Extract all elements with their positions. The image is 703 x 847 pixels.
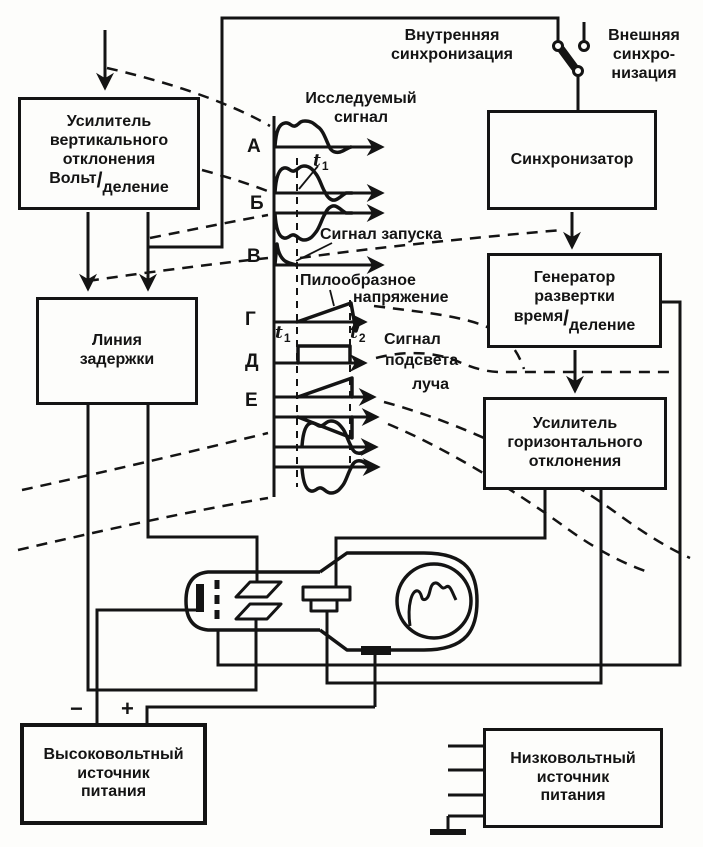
- waveform-a-test-signal: [273, 119, 353, 155]
- row-label-a: А: [247, 136, 261, 157]
- x-plate-lower: [309, 598, 339, 613]
- t1-label-bottom: t1: [275, 323, 291, 345]
- waveform-b-inverted: [273, 204, 354, 242]
- plus-sign: +: [121, 696, 134, 721]
- internal-sync-wire: [148, 16, 560, 249]
- waveform-v-trigger: [273, 242, 298, 267]
- test-signal-label: Исследуемый сигнал: [305, 90, 417, 127]
- block-lv-supply[interactable]: Низковольтный источник питания: [483, 728, 663, 828]
- y-plate-wire-lower: [86, 405, 258, 692]
- trigger-signal-link: [299, 228, 563, 260]
- internal-sync-contact[interactable]: [552, 40, 564, 52]
- waveform-delayed-upper: [300, 419, 372, 455]
- t2-label: t2: [350, 323, 366, 345]
- x-plate-wire-lower: [325, 490, 603, 685]
- crt-screen: [395, 562, 473, 640]
- solid-wires: [79, 16, 682, 831]
- row-label-g: Г: [245, 309, 256, 330]
- sync-selector-switch[interactable]: [552, 40, 590, 77]
- external-sync-label: Внешняя синхро- низация: [608, 27, 680, 83]
- block-delay-line[interactable]: Линия задержки: [36, 297, 198, 405]
- y-plate-wire-upper: [146, 405, 259, 584]
- minus-sign: −: [70, 696, 83, 721]
- block-hv-supply[interactable]: Высоковольтный источник питания: [20, 723, 207, 825]
- waveform-d-gate-pulse: [296, 344, 352, 365]
- block-horizontal-amplifier[interactable]: Усилитель горизонтального отклонения: [483, 397, 667, 490]
- unblank-label-2: подсвета: [385, 352, 459, 369]
- internal-sync-label: Внутренняя синхронизация: [391, 27, 513, 64]
- block-line: отклонения: [62, 150, 156, 168]
- crt-anode-contact: [361, 646, 391, 655]
- t1-label-top: t1: [313, 151, 329, 173]
- crt-bulb: [318, 551, 479, 652]
- block-line: Усилитель: [66, 112, 152, 130]
- cathode-wire: [95, 608, 197, 723]
- x-plate-upper: [301, 585, 352, 602]
- unblank-link: [375, 351, 676, 374]
- trigger-signal-label: Сигнал запуска: [320, 226, 442, 243]
- sawtooth-label-2: напряжение: [353, 289, 449, 306]
- x-plate-wire-upper: [334, 490, 547, 587]
- block-sweep-generator[interactable]: Генератор развертки время/деление: [487, 253, 662, 348]
- time-markers: [296, 158, 351, 487]
- switch-pivot: [572, 65, 584, 77]
- unblank-label-1: Сигнал: [384, 331, 441, 348]
- waveform-b-amplified: [273, 164, 354, 202]
- row-label-v: В: [247, 246, 261, 267]
- row-label-e: Е: [245, 390, 258, 411]
- time-per-division-label: время/деление: [513, 306, 636, 334]
- waveform-g-sawtooth: [295, 301, 361, 333]
- waveforms: [273, 119, 372, 495]
- external-sync-contact[interactable]: [578, 40, 590, 52]
- crt-cathode: [196, 584, 204, 612]
- dashed-links: [17, 66, 691, 574]
- unblanking-wire: [216, 300, 682, 667]
- screen-trace: [407, 581, 458, 627]
- block-synchronizer[interactable]: Синхронизатор: [487, 110, 657, 210]
- leader-lines: [295, 165, 335, 307]
- y-plate-upper: [234, 580, 283, 599]
- crt-tube: [184, 551, 479, 652]
- waveform-delayed-lower: [300, 459, 372, 495]
- block-vertical-amplifier[interactable]: Усилитель вертикального отклонения Вольт…: [18, 97, 200, 210]
- row-label-b: Б: [250, 193, 264, 214]
- sawtooth-label-1: Пилообразное: [300, 272, 416, 289]
- y-plate-lower: [234, 602, 283, 621]
- block-line: вертикального: [49, 131, 169, 149]
- crt-neck: [184, 570, 320, 632]
- volts-per-division-label: Вольт/деление: [49, 169, 169, 197]
- unblank-label-3: луча: [412, 376, 450, 393]
- row-label-d: Д: [245, 351, 259, 372]
